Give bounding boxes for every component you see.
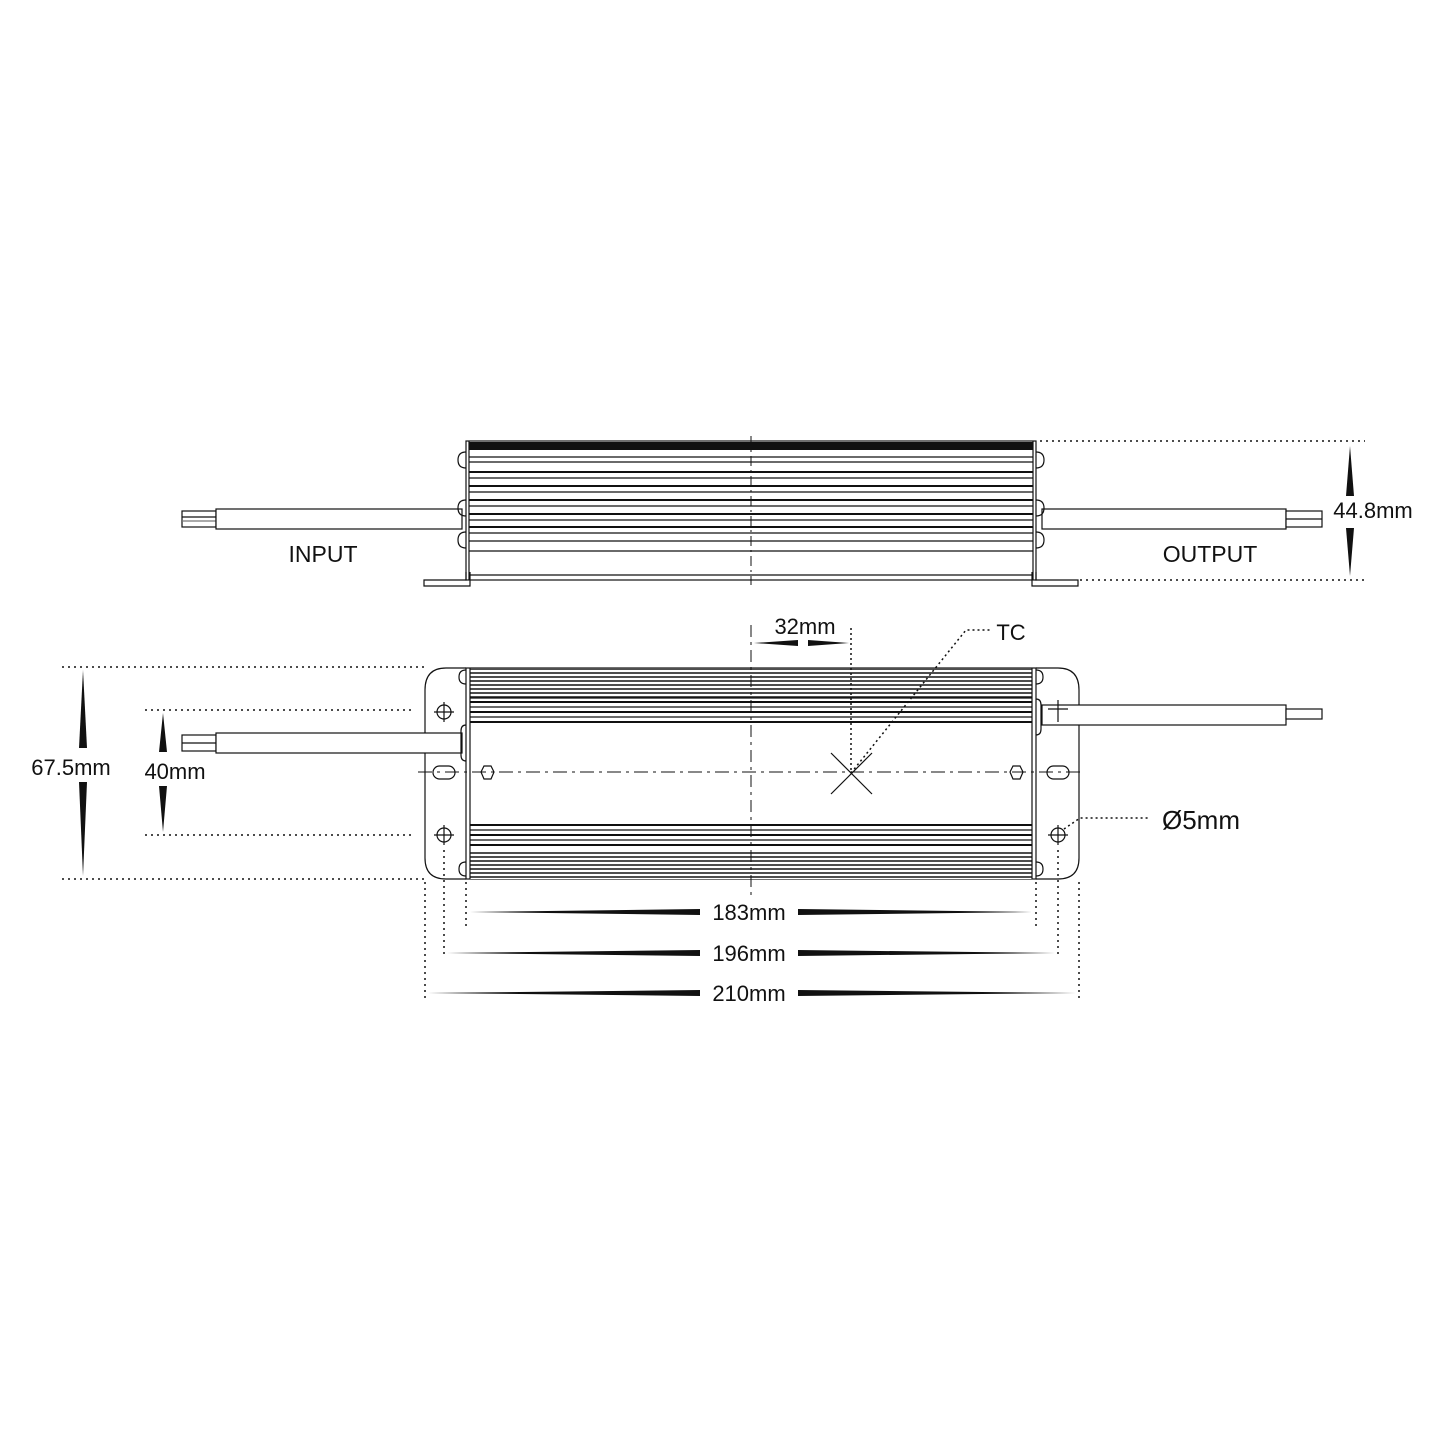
hole-diameter-dim-label: Ø5mm [1162, 805, 1240, 835]
right-flange [1036, 667, 1080, 880]
input-cable-top [181, 724, 467, 762]
side-view [181, 436, 1365, 587]
tc-offset-dim-label: 32mm [774, 614, 835, 639]
output-label: OUTPUT [1163, 541, 1258, 567]
height-dim-label: 44.8mm [1333, 498, 1412, 523]
overall-width-dim-label: 67.5mm [31, 755, 110, 780]
hole-spacing-dim-label: 40mm [144, 759, 205, 784]
left-flange [424, 667, 466, 880]
input-label: INPUT [289, 541, 358, 567]
height-dimension [1040, 440, 1365, 581]
output-cable-top [1035, 698, 1323, 736]
width-dimensions [62, 666, 425, 880]
input-cable [181, 508, 463, 530]
body-length-dim-label: 183mm [712, 900, 785, 925]
tc-marker [754, 628, 992, 795]
length-dimensions [424, 850, 1080, 1002]
tc-label: TC [996, 620, 1025, 645]
top-view [62, 625, 1323, 1002]
hole-pitch-dim-label: 196mm [712, 941, 785, 966]
output-cable [1041, 508, 1323, 530]
overall-length-dim-label: 210mm [712, 981, 785, 1006]
